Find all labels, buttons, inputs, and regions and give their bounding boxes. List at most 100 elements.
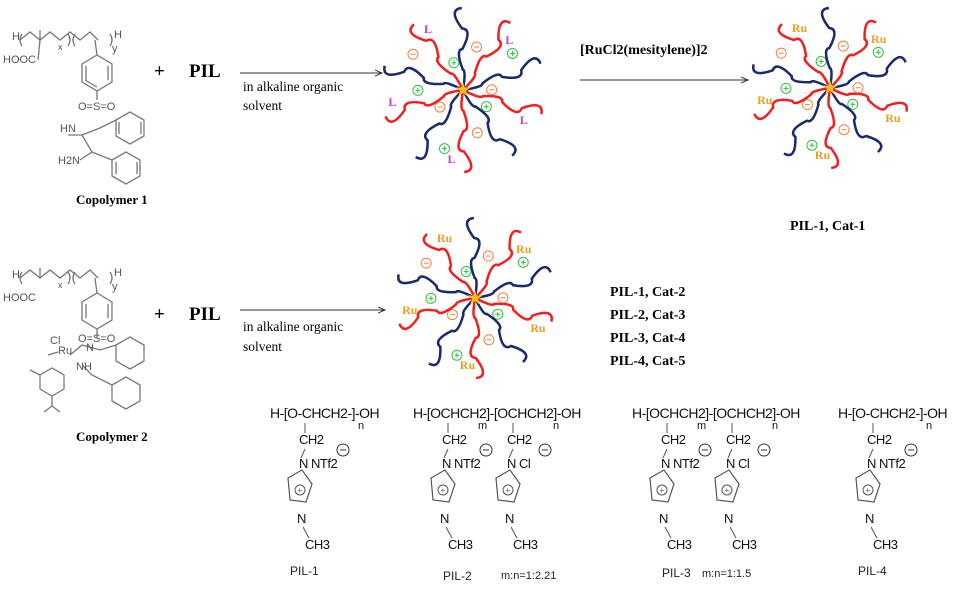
pil-structure-4: + <box>855 423 918 539</box>
anion-nitrogen: N Cl <box>726 456 750 471</box>
condition-line-1: in alkaline organic <box>243 79 344 94</box>
ch3-group: CH3 <box>732 537 757 552</box>
ch2-group: CH2 <box>299 432 324 447</box>
polymer-arm <box>384 88 464 123</box>
product-label: PIL-3, Cat-4 <box>610 331 686 346</box>
ring-nitrogen: N <box>724 511 733 526</box>
polymer-arm <box>462 88 543 115</box>
copolymer-1-structure <box>19 30 145 185</box>
pil-formula: H-[OCHCH2]-[OCHCH2]-OH <box>632 405 800 421</box>
anion-nitrogen: N Cl <box>507 456 531 471</box>
ring-nitrogen: N <box>297 511 306 526</box>
atom-h-end: H <box>114 267 122 279</box>
atom-h: H <box>12 31 20 43</box>
cl-atom: Cl <box>50 335 61 347</box>
negative-charge-icon <box>336 443 350 457</box>
ring-nitrogen: N <box>440 511 449 526</box>
pil-structure-1: + <box>287 423 350 539</box>
subscript-x: x <box>58 280 63 290</box>
pil-structure-3: ++ <box>649 423 771 539</box>
ch2-group: CH2 <box>442 432 467 447</box>
pil-label: PIL-1 <box>290 564 319 578</box>
anion-nitrogen: N NTf2 <box>299 456 338 471</box>
atom-h: H <box>12 269 20 281</box>
arm-end-label: Ru <box>402 303 418 318</box>
ch3-group: CH3 <box>305 537 330 552</box>
positive-charge-icon <box>437 484 449 496</box>
polymer-arm <box>829 86 908 112</box>
positive-charge-icon <box>656 484 668 496</box>
polymer-arm <box>473 297 528 363</box>
n-atom: N <box>86 342 94 354</box>
copolymer-2-structure <box>19 268 145 413</box>
svg-text:+: + <box>660 486 665 495</box>
svg-text:+: + <box>441 486 446 495</box>
ru-atom: Ru <box>58 345 73 357</box>
copolymer-2-label: Copolymer 2 <box>76 429 148 444</box>
condition-line-2: solvent <box>243 339 282 354</box>
arm-end-label: L <box>505 32 514 47</box>
arm-end-label: Ru <box>814 148 831 163</box>
micelle-core-icon <box>467 290 483 305</box>
polymer-arm <box>415 89 464 160</box>
arm-end-label: L <box>388 95 397 110</box>
arm-end-label: Ru <box>516 241 532 256</box>
subscript-m: m <box>478 420 488 432</box>
negative-charge-icon <box>698 443 712 457</box>
pil-structure-2: ++ <box>430 423 552 539</box>
imidazolium-ring <box>714 469 740 503</box>
polymer-arm <box>462 57 542 92</box>
positive-charge-icon <box>294 484 306 496</box>
hooc-group: HOOC <box>3 292 36 304</box>
subscript-n: n <box>553 420 560 432</box>
svg-text:+: + <box>506 486 511 495</box>
product-label: PIL-4, Cat-5 <box>610 354 686 369</box>
ring-nitrogen: N <box>865 511 874 526</box>
arm-end-label: L <box>424 21 433 36</box>
polymer-arm <box>383 65 464 92</box>
polymer-arm <box>820 6 836 89</box>
ch3-group: CH3 <box>513 537 538 552</box>
polymer-arm <box>428 297 476 367</box>
subscript-n: n <box>772 420 779 432</box>
polymer-arm <box>474 296 553 322</box>
imidazolium-ring <box>649 469 675 503</box>
hn-group: HN <box>60 123 76 135</box>
svg-text:+: + <box>725 486 730 495</box>
arm-end-label: Ru <box>885 110 901 125</box>
pil-label: PIL-3 <box>662 566 691 580</box>
polymer-arm <box>829 55 907 90</box>
plus-sign: + <box>154 304 165 325</box>
polymer-arm <box>783 87 831 157</box>
negative-charge-icon <box>757 443 771 457</box>
positive-charge-icon <box>721 484 733 496</box>
negative-charge-icon <box>479 443 493 457</box>
ru-reagent: [RuCl2(mesitylene)]2 <box>580 43 708 58</box>
polymer-arm <box>409 23 465 91</box>
atom-h-end: H <box>114 29 122 41</box>
product-label: PIL-2, Cat-3 <box>610 308 686 323</box>
micelle-pil-copolymer-1 <box>383 6 543 174</box>
polymer-arm <box>465 216 481 299</box>
polymer-arm <box>461 89 517 157</box>
arm-end-label: L <box>519 113 528 128</box>
polymer-arm <box>752 64 831 90</box>
anion-nitrogen: N NTf2 <box>661 456 700 471</box>
polymer-arm <box>397 274 476 300</box>
subscript-n: n <box>926 420 933 432</box>
micelle-core-icon <box>822 80 838 95</box>
polymer-arm <box>398 296 476 331</box>
ch2-group: CH2 <box>661 432 686 447</box>
sulfonyl-group: O=S=O <box>78 333 116 345</box>
ch2-group: CH2 <box>507 432 532 447</box>
imidazolium-ring <box>495 469 521 503</box>
ch2-group: CH2 <box>867 432 892 447</box>
svg-text:+: + <box>866 486 871 495</box>
polymer-arm <box>474 229 522 299</box>
polymer-arm <box>469 297 485 380</box>
pil-label: PIL-4 <box>858 564 887 578</box>
ratio-label: m:n=1:1.5 <box>702 568 752 580</box>
arm-end-label: Ru <box>757 93 773 108</box>
nh-group: NH <box>76 361 92 373</box>
ch3-group: CH3 <box>667 537 692 552</box>
